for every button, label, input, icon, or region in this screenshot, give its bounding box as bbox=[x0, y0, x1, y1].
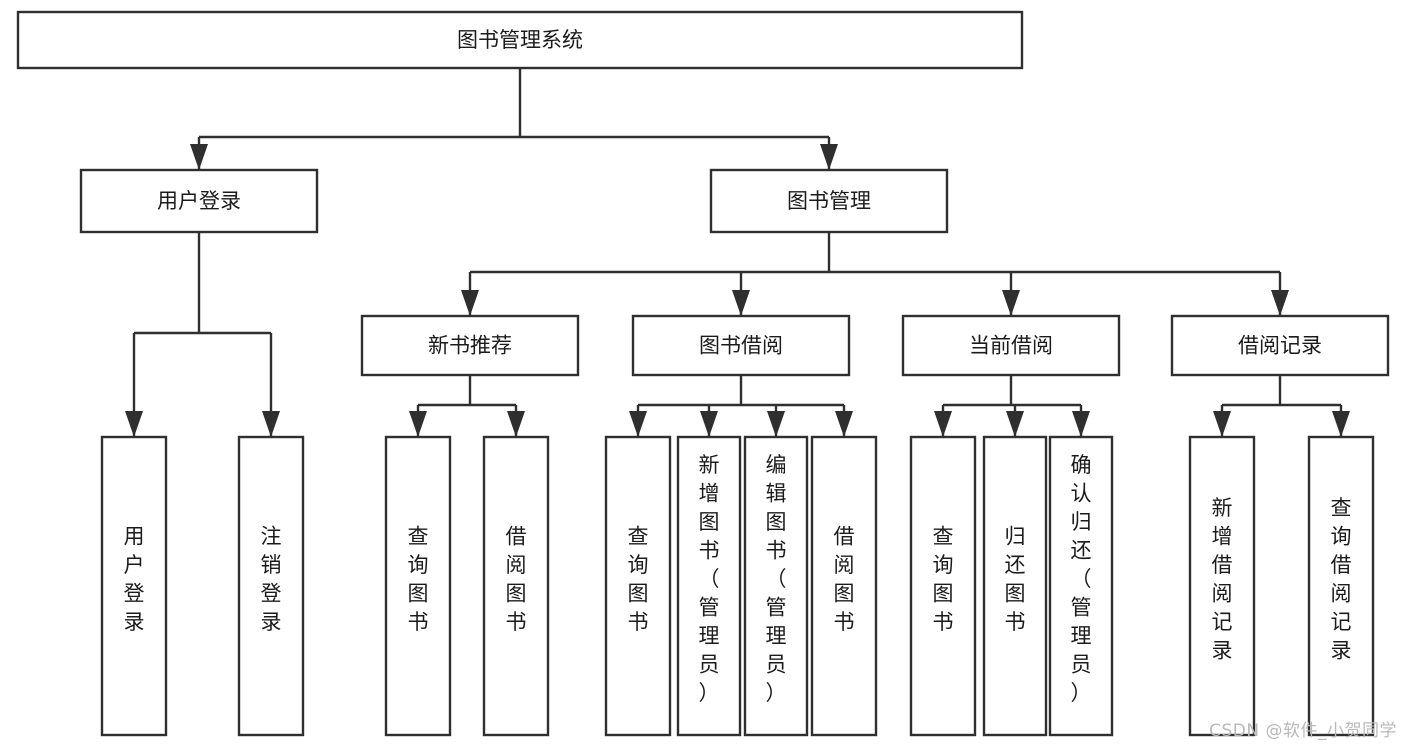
node-login[interactable]: 用户登录 bbox=[79, 168, 319, 234]
node-leaf-query-book-current[interactable]: 查询图书 bbox=[909, 435, 977, 737]
arrow-head-icon-current bbox=[1002, 290, 1020, 316]
node-leaf-add-record[interactable]: 新增借阅记录 bbox=[1188, 435, 1256, 737]
node-box-leaf-return-book[interactable] bbox=[982, 435, 1048, 737]
node-label-leaf-edit-book: 编辑图书（管理员） bbox=[766, 453, 787, 705]
arrow-head-icon-leaf-edit-book bbox=[767, 411, 785, 437]
arrow-head-icon-leaf-add-record bbox=[1213, 411, 1231, 437]
node-box-bookmgmt[interactable] bbox=[709, 168, 949, 234]
node-box-leaf-query-book-borrow[interactable] bbox=[604, 435, 672, 737]
node-label-leaf-user-login: 用户登录 bbox=[124, 524, 145, 634]
node-layer: 图书管理系统用户登录图书管理新书推荐图书借阅当前借阅借阅记录用户登录注销登录查询… bbox=[16, 10, 1390, 737]
node-label-leaf-user-logout: 注销登录 bbox=[261, 524, 282, 634]
node-box-leaf-query-book-new[interactable] bbox=[384, 435, 452, 737]
node-leaf-query-record[interactable]: 查询借阅记录 bbox=[1307, 435, 1375, 737]
arrow-head-icon-leaf-query-book-current bbox=[934, 411, 952, 437]
node-label-leaf-confirm-return: 确认归还（管理员） bbox=[1071, 453, 1092, 705]
node-root[interactable]: 图书管理系统 bbox=[16, 10, 1024, 70]
node-leaf-return-book[interactable]: 归还图书 bbox=[982, 435, 1048, 737]
arrow-head-icon-leaf-confirm-return bbox=[1072, 411, 1090, 437]
node-box-leaf-add-book[interactable] bbox=[676, 435, 742, 737]
node-leaf-edit-book[interactable]: 编辑图书（管理员） bbox=[743, 435, 809, 737]
node-box-leaf-edit-book[interactable] bbox=[743, 435, 809, 737]
node-box-newbook[interactable] bbox=[360, 314, 580, 377]
node-box-leaf-borrow-book[interactable] bbox=[810, 435, 878, 737]
arrow-head-icon-leaf-return-book bbox=[1006, 411, 1024, 437]
node-leaf-query-book-new[interactable]: 查询图书 bbox=[384, 435, 452, 737]
node-label-leaf-query-record: 查询借阅记录 bbox=[1331, 496, 1352, 663]
node-label-login: 用户登录 bbox=[157, 189, 241, 213]
node-bookmgmt[interactable]: 图书管理 bbox=[709, 168, 949, 234]
node-box-leaf-confirm-return[interactable] bbox=[1048, 435, 1114, 737]
node-box-login[interactable] bbox=[79, 168, 319, 234]
node-leaf-user-login[interactable]: 用户登录 bbox=[100, 435, 168, 737]
arrow-head-icon-borrow bbox=[732, 290, 750, 316]
node-borrow[interactable]: 图书借阅 bbox=[631, 314, 851, 377]
arrow-head-icon-leaf-query-book-new bbox=[409, 411, 427, 437]
node-box-leaf-query-record[interactable] bbox=[1307, 435, 1375, 737]
node-label-records: 借阅记录 bbox=[1238, 334, 1322, 358]
arrow-head-icon-leaf-user-logout bbox=[262, 411, 280, 437]
csdn-watermark: CSDN @软件_小贺同学 bbox=[1209, 721, 1397, 741]
node-label-leaf-borrow-book: 借阅图书 bbox=[834, 524, 855, 634]
node-current[interactable]: 当前借阅 bbox=[901, 314, 1121, 377]
node-leaf-borrow-book-new[interactable]: 借阅图书 bbox=[482, 435, 550, 737]
arrow-head-icon-leaf-borrow-book bbox=[835, 411, 853, 437]
node-label-leaf-add-record: 新增借阅记录 bbox=[1212, 496, 1233, 663]
node-label-leaf-add-book: 新增图书（管理员） bbox=[699, 453, 720, 705]
node-newbook[interactable]: 新书推荐 bbox=[360, 314, 580, 377]
node-leaf-add-book[interactable]: 新增图书（管理员） bbox=[676, 435, 742, 737]
node-box-leaf-user-logout[interactable] bbox=[237, 435, 305, 737]
node-leaf-confirm-return[interactable]: 确认归还（管理员） bbox=[1048, 435, 1114, 737]
arrow-head-icon-leaf-query-book-borrow bbox=[629, 411, 647, 437]
node-leaf-query-book-borrow[interactable]: 查询图书 bbox=[604, 435, 672, 737]
node-box-leaf-borrow-book-new[interactable] bbox=[482, 435, 550, 737]
arrow-head-icon-bookmgmt bbox=[820, 144, 838, 170]
arrow-head-icon-leaf-add-book bbox=[700, 411, 718, 437]
node-box-leaf-query-book-current[interactable] bbox=[909, 435, 977, 737]
connector-layer bbox=[125, 68, 1350, 437]
node-label-root: 图书管理系统 bbox=[457, 28, 583, 52]
node-box-leaf-user-login[interactable] bbox=[100, 435, 168, 737]
arrow-head-icon-leaf-user-login bbox=[125, 411, 143, 437]
node-box-root[interactable] bbox=[16, 10, 1024, 70]
node-label-bookmgmt: 图书管理 bbox=[787, 189, 871, 213]
arrow-head-icon-leaf-query-record bbox=[1332, 411, 1350, 437]
node-label-leaf-query-book-new: 查询图书 bbox=[408, 524, 429, 634]
node-label-leaf-query-book-current: 查询图书 bbox=[933, 524, 954, 634]
node-label-leaf-query-book-borrow: 查询图书 bbox=[628, 524, 649, 634]
node-label-leaf-return-book: 归还图书 bbox=[1005, 524, 1026, 634]
node-box-leaf-add-record[interactable] bbox=[1188, 435, 1256, 737]
node-box-records[interactable] bbox=[1170, 314, 1390, 377]
node-records[interactable]: 借阅记录 bbox=[1170, 314, 1390, 377]
node-box-current[interactable] bbox=[901, 314, 1121, 377]
node-label-borrow: 图书借阅 bbox=[699, 334, 783, 358]
node-leaf-user-logout[interactable]: 注销登录 bbox=[237, 435, 305, 737]
node-leaf-borrow-book[interactable]: 借阅图书 bbox=[810, 435, 878, 737]
arrow-head-icon-newbook bbox=[461, 290, 479, 316]
node-box-borrow[interactable] bbox=[631, 314, 851, 377]
node-label-newbook: 新书推荐 bbox=[428, 334, 512, 358]
node-label-current: 当前借阅 bbox=[969, 334, 1053, 358]
node-label-leaf-borrow-book-new: 借阅图书 bbox=[506, 524, 527, 634]
arrow-head-icon-records bbox=[1271, 290, 1289, 316]
arrow-head-icon-leaf-borrow-book-new bbox=[507, 411, 525, 437]
arrow-head-icon-login bbox=[190, 144, 208, 170]
